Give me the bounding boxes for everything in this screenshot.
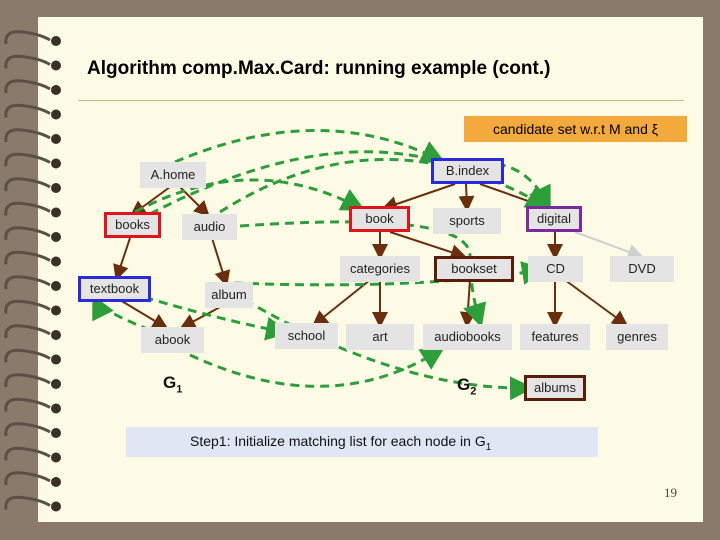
- edge-bindex-book: [381, 183, 456, 212]
- node-features: features: [520, 324, 590, 350]
- edge-cd-genres: [564, 279, 629, 327]
- edge-audio-album: [211, 237, 231, 287]
- graph-label-g1: G1: [163, 373, 183, 396]
- node-digital: digital: [526, 206, 582, 232]
- edge-bookset-audiobooks: [459, 279, 476, 328]
- match-abook-textbook: [92, 294, 151, 332]
- graph-label-g2: G2: [457, 375, 477, 398]
- match-abook-audiobooks: [189, 346, 446, 388]
- node-a-home: A.home: [140, 162, 206, 188]
- node-genres: genres: [606, 324, 668, 350]
- match-audio-audiobooks: [239, 220, 487, 328]
- node-audio: audio: [182, 214, 237, 240]
- node-cd: CD: [528, 256, 583, 282]
- node-book: book: [349, 206, 410, 232]
- match-books-bookset: [149, 150, 551, 216]
- node-album: album: [205, 282, 253, 308]
- node-books: books: [104, 212, 161, 238]
- node-sports: sports: [433, 208, 501, 234]
- node-art: art: [346, 324, 414, 350]
- node-b-index: B.index: [431, 158, 504, 184]
- edge-books-textbook: [113, 237, 131, 281]
- edge-bindex-sports: [458, 183, 475, 212]
- node-dvd: DVD: [610, 256, 674, 282]
- node-bookset: bookset: [434, 256, 514, 282]
- slide-title: Algorithm comp.Max.Card: running example…: [87, 58, 551, 79]
- match-books-book: [134, 178, 366, 214]
- match-album-albums: [244, 298, 534, 401]
- title-divider: [78, 100, 684, 101]
- edge-digital-dvd: [574, 231, 644, 260]
- node-school: school: [275, 323, 338, 349]
- node-audiobooks: audiobooks: [423, 324, 512, 350]
- node-categories: categories: [340, 256, 420, 282]
- edge-book-bookset: [389, 231, 467, 260]
- step-caption: Step1: Initialize matching list for each…: [126, 427, 598, 457]
- match-ahome-bindex: [174, 129, 446, 164]
- match-audio-digital: [219, 158, 551, 214]
- edge-album-abook: [179, 305, 223, 329]
- node-albums: albums: [524, 375, 586, 401]
- node-textbook: textbook: [78, 276, 151, 302]
- node-abook: abook: [141, 327, 204, 353]
- candidate-set-label: candidate set w.r.t M and ξ: [464, 116, 687, 142]
- edge-categories-school: [311, 279, 371, 327]
- edge-textbook-abook: [119, 299, 169, 330]
- page-number: 19: [664, 485, 677, 500]
